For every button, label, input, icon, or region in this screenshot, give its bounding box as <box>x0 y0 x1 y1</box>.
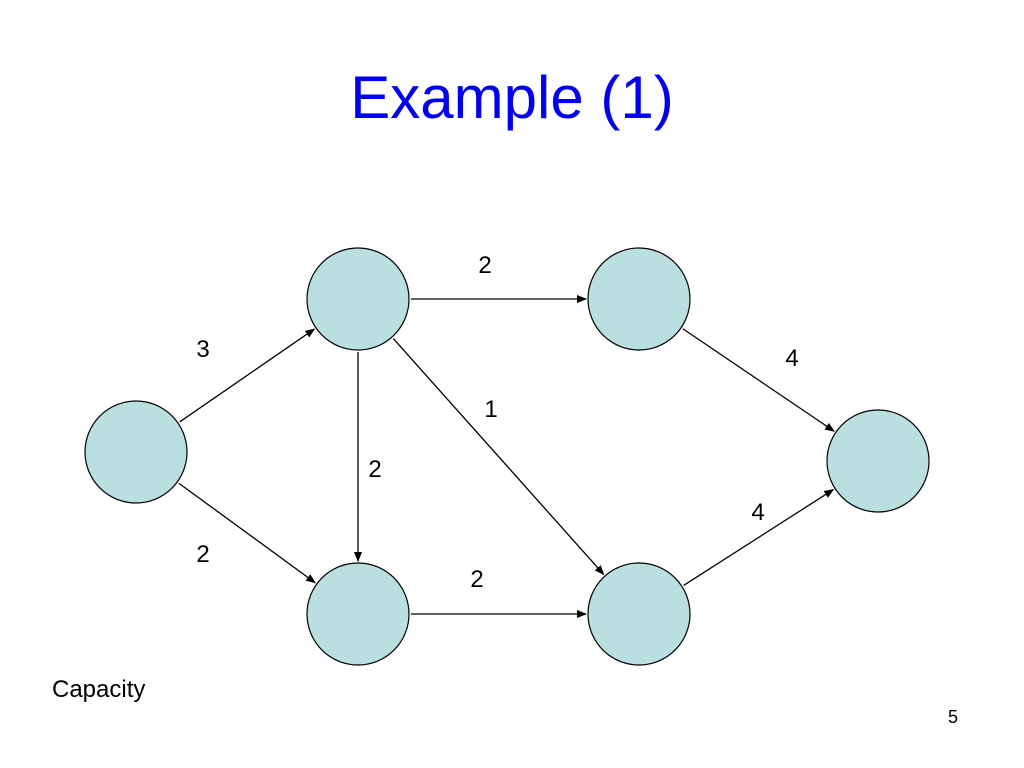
edge-arrow <box>179 328 316 423</box>
capacity-value-label: 4 <box>751 499 764 526</box>
capacity-value-label: 2 <box>470 566 483 593</box>
capacity-value-label: 2 <box>196 541 209 568</box>
capacity-value-label: 2 <box>368 456 381 483</box>
graph-node <box>306 562 410 666</box>
capacity-value-label: 1 <box>484 396 497 423</box>
edge-arrow <box>683 489 835 586</box>
capacity-label: Capacity <box>52 676 146 703</box>
graph-node <box>587 247 691 351</box>
slide-title: Example (1) <box>350 64 674 131</box>
graph-node <box>826 409 930 513</box>
edge-arrow <box>682 328 835 432</box>
graph-node <box>84 400 188 504</box>
capacity-value-label: 4 <box>785 345 798 372</box>
slide-number: 5 <box>948 707 959 727</box>
graph-node <box>587 562 691 666</box>
edge-arrow <box>392 338 605 576</box>
capacity-value-label: 3 <box>196 336 209 363</box>
capacity-value-label: 2 <box>478 252 491 279</box>
edge-arrow <box>178 482 316 584</box>
graph-node <box>306 247 410 351</box>
